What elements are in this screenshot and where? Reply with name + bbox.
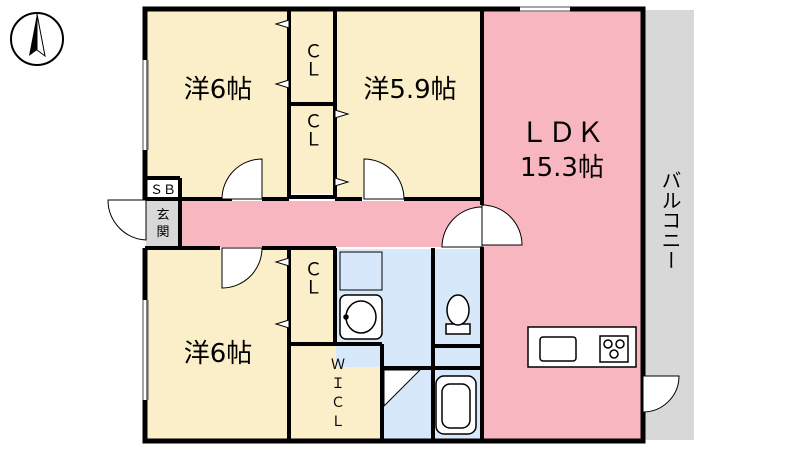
- washbasin-icon: [339, 294, 383, 340]
- closet-label-bottom: ＣＬ: [302, 260, 323, 296]
- entrance-area: [146, 200, 180, 246]
- washing-machine-icon: [339, 251, 383, 291]
- wic-label-l: Ｌ: [331, 414, 345, 430]
- entrance-label-1: 玄: [156, 208, 169, 223]
- room-western-top-mid: [336, 10, 482, 198]
- north-arrow-icon: [10, 12, 64, 66]
- room-closet-mid-fill: [290, 106, 334, 194]
- room-western-bottom: [146, 249, 288, 440]
- room-label-western-top-mid: 洋5.9帖: [363, 75, 456, 105]
- room-closet-top-fill: [290, 10, 334, 102]
- closet-door-marks: [274, 19, 350, 329]
- kitchen-counter: [527, 326, 637, 368]
- balcony-label: バルコニー: [658, 170, 682, 270]
- doors: [107, 158, 680, 413]
- svg-text:ＣＬ: ＣＬ: [302, 260, 323, 296]
- closet-label-top: ＣＬ: [302, 42, 323, 78]
- hallway: [180, 201, 482, 247]
- bathtub-icon: [435, 375, 477, 435]
- shoe-box-area: [146, 178, 180, 198]
- svg-text:ＣＬ: ＣＬ: [302, 112, 323, 148]
- room-closet-bottom-fill: [290, 249, 334, 342]
- svg-text:ＣＬ: ＣＬ: [302, 42, 323, 78]
- wic-label-c: Ｃ: [331, 395, 345, 411]
- windows: [142, 6, 570, 400]
- balcony-area: [644, 10, 694, 440]
- wic-label-w: Ｗ: [331, 357, 345, 373]
- wic-label-i: Ｉ: [331, 376, 345, 392]
- wet-area-small: [434, 347, 482, 369]
- room-label-western-bottom: 洋6帖: [184, 339, 253, 369]
- sink-icon: [539, 336, 577, 362]
- room-western-top-left: [146, 10, 288, 198]
- room-label-western-top-left: 洋6帖: [184, 75, 253, 105]
- closet-label-mid: ＣＬ: [302, 112, 323, 148]
- shoe-box-label: ＳＢ: [150, 183, 176, 198]
- interior-walls: [145, 9, 484, 441]
- room-label-ldk-size: 15.3帖: [520, 153, 604, 183]
- entrance-label-2: 関: [156, 225, 169, 240]
- toilet-icon: [445, 294, 471, 335]
- room-label-ldk: ＬＤＫ: [520, 116, 604, 149]
